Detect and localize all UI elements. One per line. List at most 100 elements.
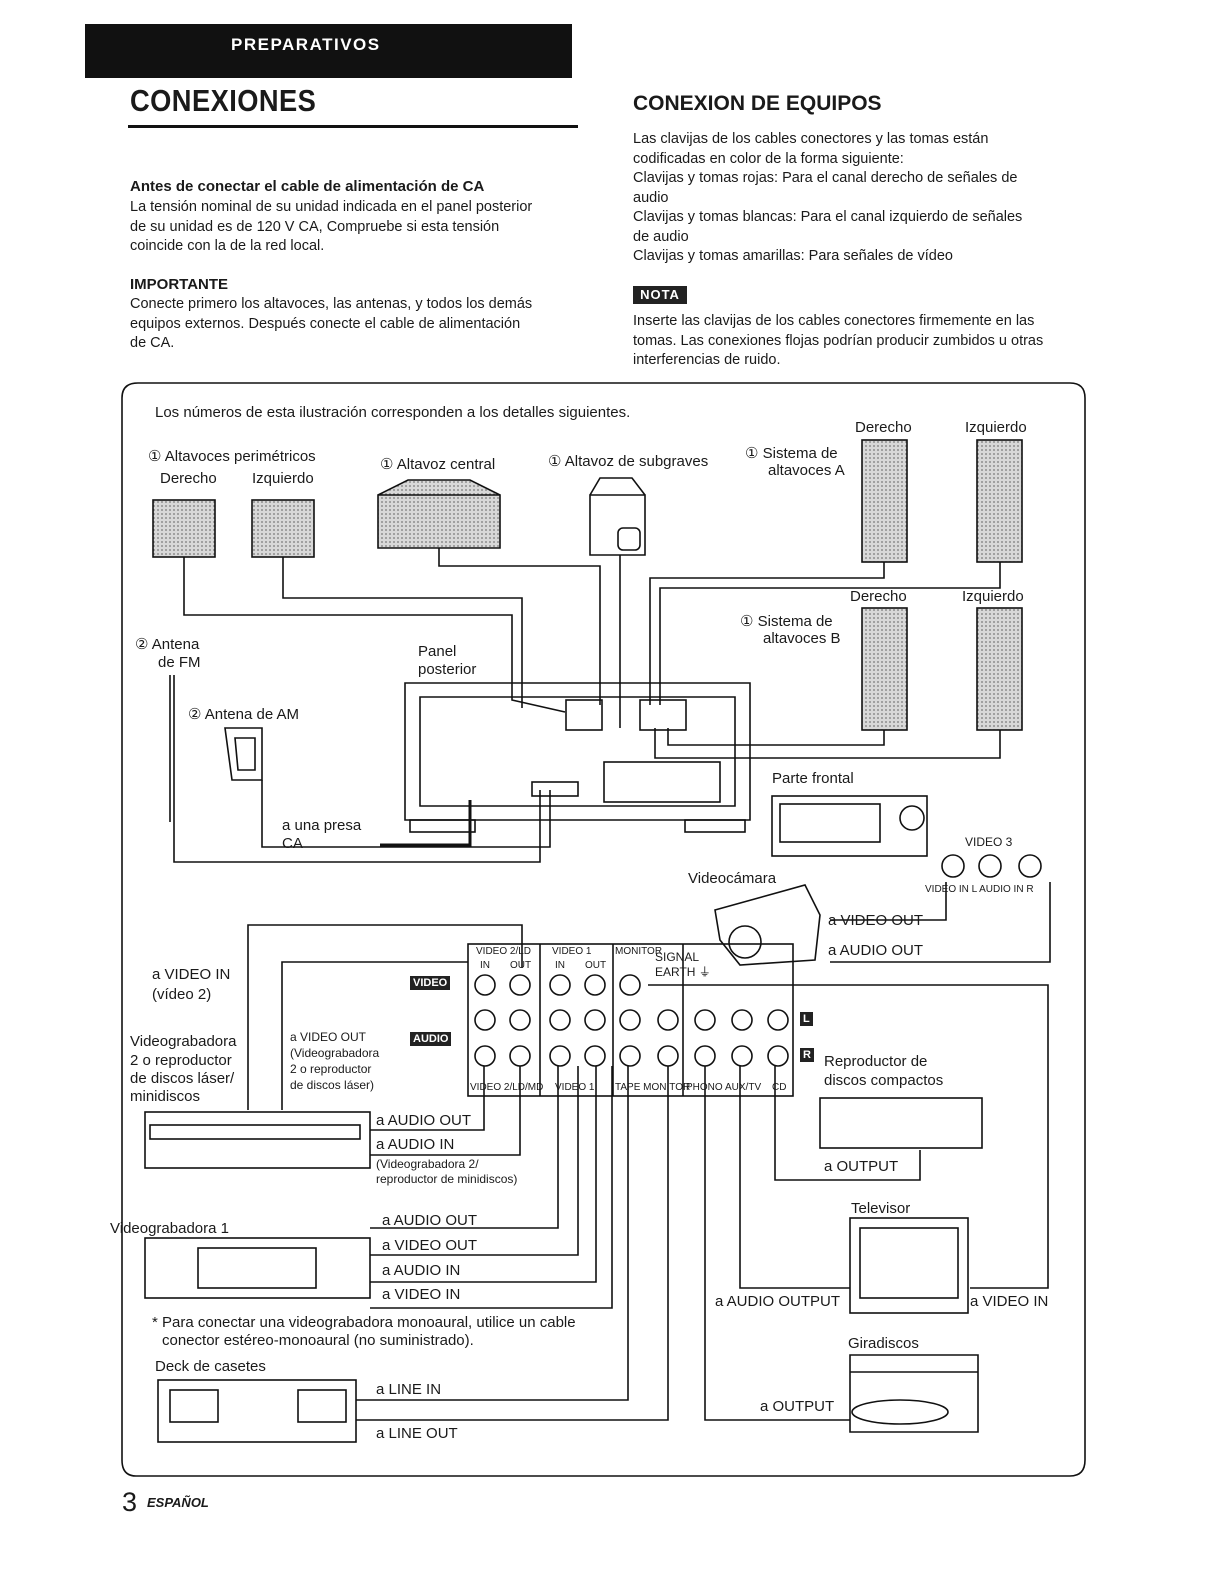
system-b-label: ① Sistema de (740, 613, 833, 630)
vcr1-audio-in: a AUDIO IN (382, 1262, 461, 1279)
speaker-b-right (861, 607, 908, 731)
color-line: audio (633, 189, 669, 206)
system-b-right-label: Derecho (850, 588, 907, 605)
subwoofer (589, 477, 646, 556)
speaker-a-left (976, 439, 1023, 563)
vcr2-label-4: minidiscos (130, 1088, 201, 1105)
title-rule (128, 125, 578, 128)
nota-badge: NOTA (633, 286, 687, 304)
important-line: equipos externos. Después conecte el cab… (130, 315, 521, 332)
front-label: Parte frontal (772, 770, 854, 787)
important-line: de CA. (130, 335, 175, 351)
panel-io-out: OUT (585, 960, 607, 971)
cassette-deck (157, 1379, 357, 1443)
vcr2-audio-in: a AUDIO IN (376, 1136, 455, 1153)
important-heading: IMPORTANTE (130, 276, 229, 293)
vcr1-label: Videograbadora 1 (110, 1220, 229, 1237)
md-label-1: (Videograbadora 2/ (376, 1157, 479, 1171)
surround-left-speaker (251, 499, 315, 558)
vcr2-video-out-4: de discos láser) (290, 1078, 375, 1092)
page-title: CONEXIONES (130, 83, 317, 118)
vcr2-video-out-1: a VIDEO OUT (290, 1030, 367, 1044)
color-line: Las clavijas de los cables conectores y … (633, 131, 989, 147)
surround-label: ① Altavoces perimétricos (148, 448, 316, 465)
speaker-b-left (976, 607, 1023, 731)
am-loop-antenna (224, 727, 263, 781)
right-channel-tag: R (800, 1048, 814, 1062)
color-line: codificadas en color de la forma siguien… (633, 150, 904, 167)
cd-label-1: Reproductor de (824, 1053, 928, 1070)
camcorder-audio-out: a AUDIO OUT (828, 942, 924, 959)
left-channel-tag: L (800, 1012, 813, 1026)
receiver-front-panel (771, 795, 928, 857)
system-a-label: ① Sistema de (745, 445, 838, 462)
system-a-right-label: Derecho (855, 419, 912, 436)
camcorder-label: Videocámara (688, 870, 777, 887)
panel-io-in: IN (480, 960, 490, 971)
ac-paragraph: La tensión nominal de su unidad indicada… (130, 198, 532, 257)
panel-bottom-aux: AUX/TV (725, 1082, 762, 1093)
panel-video1-label: VIDEO 1 (552, 946, 592, 957)
vcr2-label-2: 2 o reproductor (130, 1052, 232, 1069)
panel-monitor-label: MONITOR (615, 946, 663, 957)
tv-audio-output: a AUDIO OUTPUT (715, 1293, 841, 1310)
vcr1-audio-out: a AUDIO OUT (382, 1212, 478, 1229)
deck-line-in: a LINE IN (376, 1381, 442, 1398)
surround-left-label: Izquierdo (252, 470, 314, 487)
turntable-output: a OUTPUT (760, 1398, 835, 1415)
ac-heading: Antes de conectar el cable de alimentaci… (130, 178, 485, 195)
mono-note-2: conector estéreo-monoaural (no suministr… (162, 1332, 474, 1349)
ac-outlet-label: a una presa (282, 817, 362, 834)
vcr1-video-out: a VIDEO OUT (382, 1237, 478, 1254)
vcr2-label-1: Videograbadora (130, 1033, 237, 1050)
tv-label: Televisor (851, 1200, 911, 1217)
camcorder-video-out: a VIDEO OUT (828, 912, 924, 929)
surround-right-speaker (152, 499, 216, 558)
section-banner: PREPARATIVOS (85, 24, 572, 78)
cd-player (819, 1097, 983, 1149)
vcr2-video-out-2: (Videograbadora (290, 1046, 380, 1060)
panel-bottom-video2: VIDEO 2/LD/MD (470, 1082, 544, 1093)
television (849, 1217, 969, 1314)
nota-line: tomas. Las conexiones flojas podrían pro… (633, 332, 1044, 349)
nota-paragraph: Inserte las clavijas de los cables conec… (633, 312, 1043, 371)
video3-jacks-label: VIDEO IN L AUDIO IN R (925, 884, 1034, 895)
camcorder (714, 884, 821, 966)
color-line: Clavijas y tomas amarillas: Para señales… (633, 248, 953, 264)
ac-line: La tensión nominal de su unidad indicada… (130, 199, 533, 215)
video3-label: VIDEO 3 (965, 835, 1013, 849)
color-line: Clavijas y tomas rojas: Para el canal de… (633, 170, 1018, 186)
vcr2-video-out-3: 2 o reproductor (290, 1062, 372, 1076)
jack-grid (474, 974, 789, 1067)
system-b-label-2: altavoces B (763, 630, 841, 647)
panel-bottom-video1: VIDEO 1 (555, 1082, 595, 1093)
rear-jack-panel (467, 943, 794, 1097)
vcr1-device (144, 1237, 371, 1299)
center-label: ① Altavoz central (380, 456, 496, 473)
turntable-label: Giradiscos (848, 1335, 919, 1352)
language-label: ESPAÑOL (147, 1495, 209, 1510)
signal-earth-label: SIGNAL (655, 950, 700, 964)
fm-label: ② Antena (135, 636, 200, 653)
receiver-rear-panel (404, 682, 751, 821)
deck-label: Deck de casetes (155, 1358, 266, 1375)
surround-right-label: Derecho (160, 470, 217, 487)
nota-line: Inserte las clavijas de los cables conec… (633, 313, 1035, 329)
panel-bottom-phono: PHONO (686, 1082, 723, 1093)
connection-title: CONEXION DE EQUIPOS (633, 92, 882, 115)
subwoofer-label: ① Altavoz de subgraves (548, 453, 709, 470)
md-label-2: reproductor de minidiscos) (376, 1172, 518, 1186)
video-tag: VIDEO (410, 976, 451, 990)
diagram-intro: Los números de esta ilustración correspo… (155, 404, 631, 421)
ac-line: coincide con la de la red local. (130, 238, 325, 254)
ac-outlet-label-2: CA (282, 835, 303, 852)
system-b-left-label: Izquierdo (962, 588, 1024, 605)
panel-io-out: OUT (510, 960, 532, 971)
turntable (849, 1354, 979, 1433)
deck-line-out: a LINE OUT (376, 1425, 458, 1442)
speaker-a-right (861, 439, 908, 563)
color-code-paragraph: Las clavijas de los cables conectores y … (633, 130, 1083, 267)
audio-tag: AUDIO (410, 1032, 452, 1046)
panel-bottom-cd: CD (772, 1082, 787, 1093)
